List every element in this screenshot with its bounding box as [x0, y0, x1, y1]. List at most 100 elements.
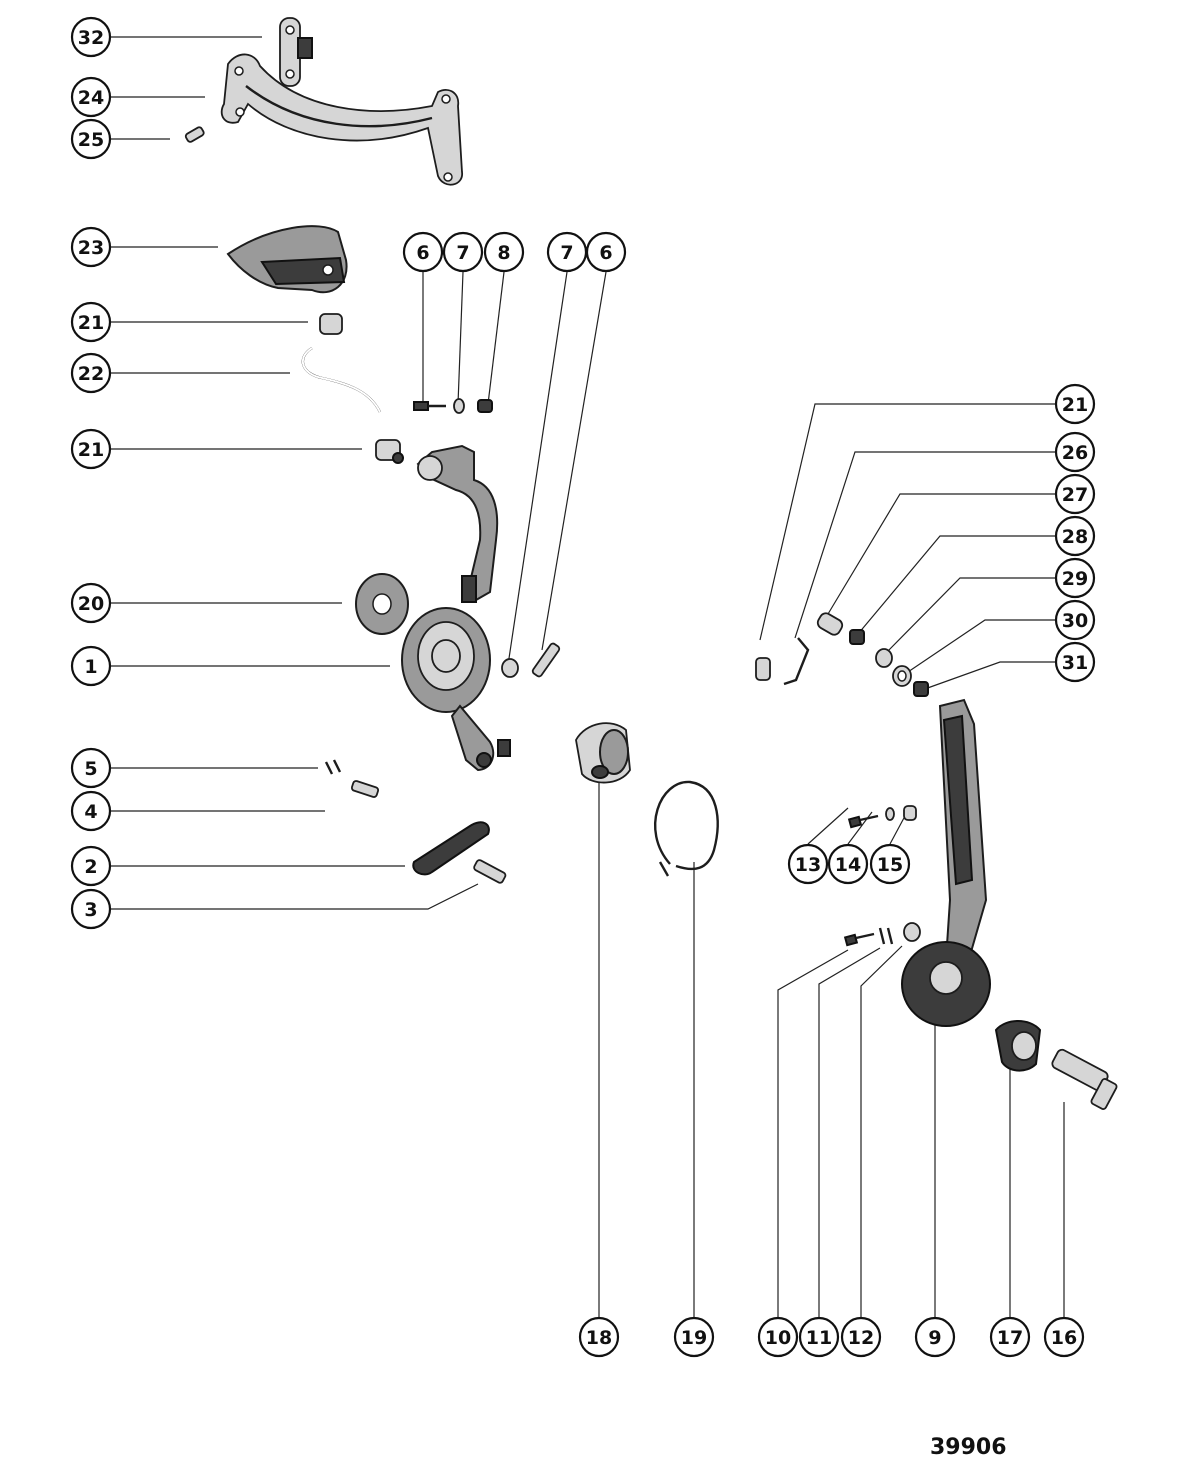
- leader-line: [883, 577, 1055, 656]
- callout-number: 27: [1062, 484, 1088, 506]
- leader-lines: [110, 36, 1065, 1317]
- callout-19: 19: [673, 1316, 715, 1358]
- part-7-6-bolt-washer: [501, 642, 561, 678]
- leader-line: [794, 451, 1055, 639]
- callout-number: 30: [1062, 610, 1088, 632]
- callout-25: 25: [70, 118, 112, 160]
- callout-12: 12: [840, 1316, 882, 1358]
- callout-31: 31: [1054, 641, 1096, 683]
- callout-circle: [1054, 383, 1096, 425]
- callout-7: 7: [442, 231, 484, 273]
- callout-6: 6: [585, 231, 627, 273]
- callout-circle: [442, 231, 484, 273]
- callout-number: 16: [1051, 1327, 1077, 1349]
- callout-6: 6: [402, 231, 444, 273]
- callout-number: 6: [599, 242, 612, 264]
- part-23-cam-cover: [226, 225, 348, 294]
- callout-number: 21: [78, 312, 104, 334]
- callout-circle: [483, 231, 525, 273]
- callout-number: 32: [78, 27, 104, 49]
- callout-number: 17: [997, 1327, 1023, 1349]
- part-16-bolt: [1051, 1048, 1118, 1110]
- callout-circle: [757, 1316, 799, 1358]
- callout-29: 29: [1054, 557, 1096, 599]
- callout-number: 6: [416, 242, 429, 264]
- callout-number: 21: [1062, 394, 1088, 416]
- leader-line: [921, 661, 1055, 691]
- callout-22: 22: [70, 352, 112, 394]
- drawing-number: 39906: [930, 1435, 1007, 1460]
- callout-4: 4: [70, 790, 112, 832]
- part-21-rod-end-right: [755, 657, 771, 681]
- callout-16: 16: [1043, 1316, 1085, 1358]
- callout-number: 19: [681, 1327, 707, 1349]
- leader-line: [541, 271, 607, 651]
- part-3-screw: [473, 859, 507, 884]
- callout-17: 17: [989, 1316, 1031, 1358]
- callout-circle: [787, 843, 829, 885]
- part-29-washer: [875, 648, 893, 668]
- callout-13: 13: [787, 843, 829, 885]
- callout-number: 7: [560, 242, 573, 264]
- callout-number: 22: [78, 363, 104, 385]
- callout-11: 11: [798, 1316, 840, 1358]
- part-32-clip-bracket: [279, 17, 313, 87]
- callout-21: 21: [70, 428, 112, 470]
- part-18-grommet: [575, 722, 631, 784]
- leader-line: [457, 271, 464, 405]
- callout-number: 26: [1062, 442, 1088, 464]
- leader-line: [777, 949, 849, 1317]
- callout-3: 3: [70, 888, 112, 930]
- callout-circle: [402, 231, 444, 273]
- callout-circle: [914, 1316, 956, 1358]
- callout-circle: [70, 845, 112, 887]
- callout-2: 2: [70, 845, 112, 887]
- callout-circle: [1054, 473, 1096, 515]
- callout-24: 24: [70, 76, 112, 118]
- callout-circle: [70, 118, 112, 160]
- callout-number: 8: [497, 242, 510, 264]
- part-30-washer: [892, 665, 912, 687]
- part-1-throttle-cam-lever: [401, 444, 511, 772]
- leader-line: [827, 493, 1055, 615]
- leader-line: [487, 271, 505, 405]
- callout-circle: [1054, 431, 1096, 473]
- part-26-link: [783, 637, 810, 686]
- part-24-curved-arm: [220, 53, 463, 186]
- callout-circle: [70, 790, 112, 832]
- callout-number: 11: [806, 1327, 832, 1349]
- callout-circle: [70, 428, 112, 470]
- leader-line: [857, 535, 1055, 635]
- callout-5: 5: [70, 747, 112, 789]
- callout-circle: [1054, 599, 1096, 641]
- callout-28: 28: [1054, 515, 1096, 557]
- callout-14: 14: [827, 843, 869, 885]
- part-19-wire-loop: [653, 780, 719, 877]
- callout-circle: [798, 1316, 840, 1358]
- callout-circle: [70, 747, 112, 789]
- part-25-pin: [184, 126, 205, 143]
- callout-circle: [1054, 515, 1096, 557]
- callout-circle: [70, 16, 112, 58]
- part-17-bushing: [994, 1020, 1042, 1072]
- callout-number: 23: [78, 237, 104, 259]
- part-illustrations: [184, 17, 1118, 1110]
- callout-circle: [1054, 641, 1096, 683]
- callout-circle: [578, 1316, 620, 1358]
- callout-20: 20: [70, 582, 112, 624]
- callout-number: 20: [78, 593, 104, 615]
- callout-number: 28: [1062, 526, 1088, 548]
- part-10-11-12-fastener-set: [843, 922, 921, 947]
- callout-circle: [1054, 557, 1096, 599]
- part-6-7-8-fastener-set: [413, 398, 493, 414]
- callout-32: 32: [70, 16, 112, 58]
- callout-number: 2: [84, 856, 97, 878]
- callout-circle: [70, 352, 112, 394]
- callout-1: 1: [70, 645, 112, 687]
- callout-number: 5: [84, 758, 97, 780]
- part-22-link-rod: [301, 346, 382, 413]
- callout-number: 13: [795, 854, 821, 876]
- part-31-nut: [913, 681, 929, 697]
- part-21-rod-end-upper: [319, 313, 343, 335]
